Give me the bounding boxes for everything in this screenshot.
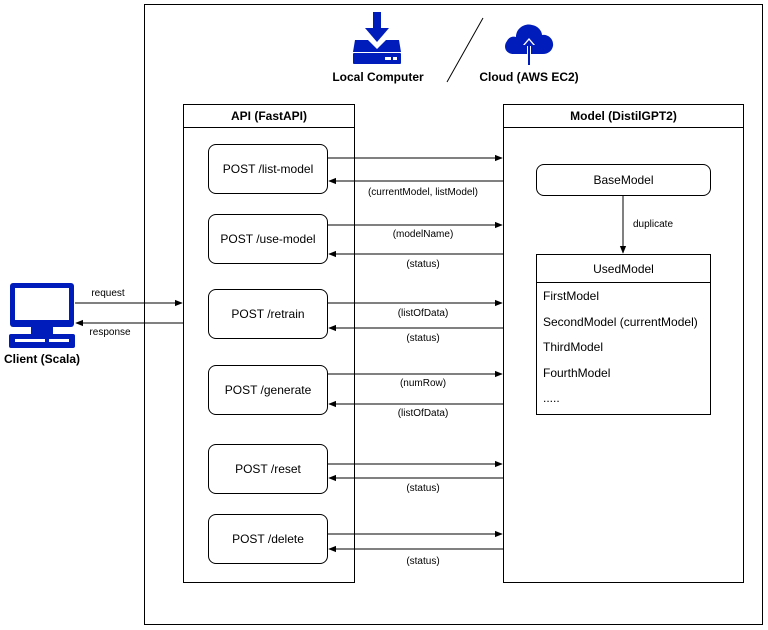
endpoint-use-model[interactable]: POST /use-model [208,214,328,264]
retrain-request-label: (listOfData) [397,308,449,319]
delete-response-label: (status) [406,556,440,567]
endpoint-label: POST /list-model [222,162,314,176]
base-model-label: BaseModel [593,173,654,187]
model-item: ThirdModel [543,340,604,354]
divider-slash [446,17,484,83]
endpoint-label: POST /reset [235,462,301,476]
generate-request-label: (numRow) [399,378,447,389]
used-model-title: UsedModel [537,255,710,283]
request-label: request [91,288,125,299]
use-model-response-label: (status) [406,259,440,270]
generate-response-label: (listOfData) [397,408,449,419]
endpoint-delete[interactable]: POST /delete [208,514,328,564]
model-item: SecondModel (currentModel) [543,315,698,329]
endpoint-generate[interactable]: POST /generate [208,365,328,415]
client-label: Client (Scala) [3,352,81,366]
model-item: FirstModel [543,289,600,303]
base-model-box: BaseModel [536,164,711,196]
endpoint-list-model[interactable]: POST /list-model [208,144,328,194]
endpoint-reset[interactable]: POST /reset [208,444,328,494]
model-item: FourthModel [543,366,611,380]
retrain-response-label: (status) [406,333,440,344]
response-label: response [89,327,131,338]
cloud-upload-icon [505,24,554,65]
duplicate-label: duplicate [630,219,676,230]
download-drive-icon [353,12,401,64]
model-title: Model (DistilGPT2) [504,105,743,128]
model-item: ..... [543,391,560,405]
used-model-box: UsedModel FirstModel SecondModel (curren… [536,254,711,415]
use-model-request-label: (modelName) [392,229,454,240]
endpoint-retrain[interactable]: POST /retrain [208,289,328,339]
endpoint-label: POST /delete [232,532,304,546]
endpoint-label: POST /retrain [231,307,305,321]
desktop-computer-icon [9,283,75,348]
endpoint-label: POST /use-model [220,232,316,246]
reset-response-label: (status) [406,483,440,494]
list-model-response-label: (currentModel, listModel) [367,187,479,198]
api-title: API (FastAPI) [184,105,354,128]
endpoint-label: POST /generate [224,383,312,397]
local-computer-label: Local Computer [332,70,424,84]
cloud-label: Cloud (AWS EC2) [479,70,579,84]
